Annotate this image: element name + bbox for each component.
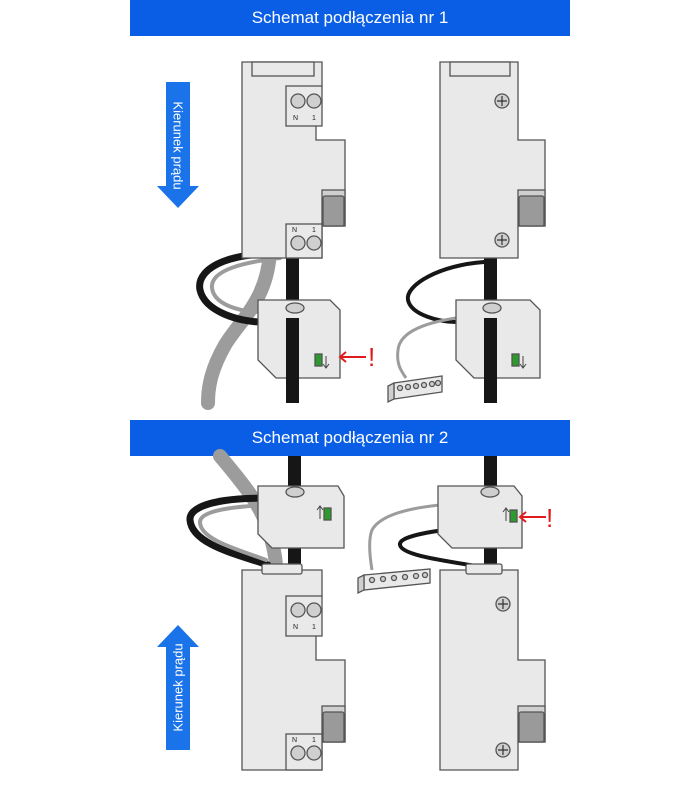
current-clamp bbox=[257, 485, 345, 549]
terminal-n-label: N bbox=[292, 737, 297, 744]
scheme-2-current-direction: Kierunek prądu bbox=[164, 625, 192, 750]
direction-indicator bbox=[314, 353, 323, 367]
grey-wire-loop bbox=[210, 256, 282, 314]
scheme-1-title: Schemat podłączenia nr 1 bbox=[251, 8, 449, 27]
circuit-breaker: N 1 N 1 bbox=[241, 563, 346, 771]
scheme-2-title-bar: Schemat podłączenia nr 2 bbox=[130, 420, 570, 456]
terminal-n-label: N bbox=[293, 624, 298, 631]
terminal-block bbox=[357, 568, 431, 595]
scheme-1-left-assembly: N 1 N 1 ! bbox=[196, 61, 375, 410]
circuit-breaker: N 1 N 1 bbox=[241, 61, 346, 259]
current-clamp bbox=[455, 299, 541, 403]
current-clamp bbox=[257, 299, 341, 403]
terminal-screw bbox=[306, 235, 322, 251]
current-direction-arrow-up bbox=[157, 625, 199, 750]
current-direction-label: Kierunek prądu bbox=[170, 643, 186, 732]
scheme-2-right-assembly: ! bbox=[357, 456, 553, 771]
circuit-breaker bbox=[439, 61, 546, 259]
terminal-screw bbox=[290, 93, 306, 109]
terminal-1-label: 1 bbox=[312, 737, 316, 744]
terminal-n-label: N bbox=[292, 227, 297, 234]
warning-mark: ! bbox=[368, 342, 375, 372]
scheme-2-left-assembly: N 1 N 1 bbox=[186, 449, 346, 771]
warning-pointer: ! bbox=[518, 503, 553, 533]
scheme-1-title-bar: Schemat podłączenia nr 1 bbox=[130, 0, 570, 36]
black-wire bbox=[405, 260, 486, 324]
grey-cable bbox=[201, 243, 277, 410]
scheme-1-current-direction: Kierunek prądu bbox=[164, 82, 192, 208]
current-direction-label: Kierunek prądu bbox=[170, 100, 186, 190]
circuit-breaker bbox=[439, 563, 546, 771]
current-clamp bbox=[437, 485, 523, 549]
scheme-1-right-assembly bbox=[387, 61, 546, 404]
terminal-1-label: 1 bbox=[312, 115, 316, 122]
current-direction-arrow-down bbox=[157, 82, 199, 208]
scheme-2-title: Schemat podłączenia nr 2 bbox=[251, 428, 449, 447]
breaker-lever bbox=[322, 195, 345, 227]
terminal-n-label: N bbox=[293, 115, 298, 122]
terminal-block bbox=[387, 375, 443, 404]
warning-mark: ! bbox=[546, 503, 553, 533]
warning-pointer: ! bbox=[338, 342, 375, 372]
terminal-screw bbox=[290, 235, 306, 251]
terminal-screw bbox=[306, 93, 322, 109]
probe-wire bbox=[396, 316, 457, 379]
terminal-1-label: 1 bbox=[312, 624, 316, 631]
terminal-1-label: 1 bbox=[312, 227, 316, 234]
